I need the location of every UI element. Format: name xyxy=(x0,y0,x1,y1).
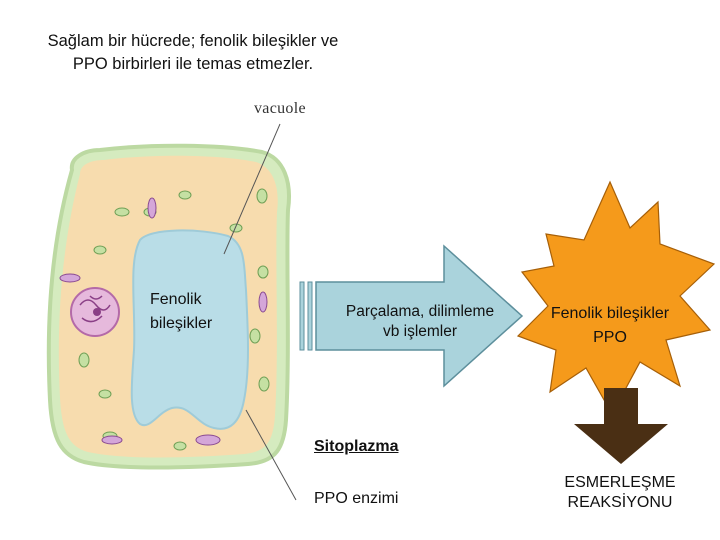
mitochondria xyxy=(59,197,268,446)
starburst-line: Fenolik bileşikler xyxy=(550,305,670,322)
nucleus xyxy=(70,287,120,337)
vacuole-region xyxy=(130,229,249,430)
vacuole-label: vacuole xyxy=(254,100,306,117)
chloroplasts xyxy=(78,188,270,451)
starburst-label: Fenolik bileşikler PPO xyxy=(535,302,685,350)
title-line: Sağlam bir hücrede; fenolik bileşikler v… xyxy=(47,32,339,50)
process-label: Parçalama, dilimleme vb işlemler xyxy=(300,302,540,342)
down-arrow xyxy=(574,388,668,464)
diagram-title: Sağlam bir hücrede; fenolik bileşikler v… xyxy=(0,30,386,76)
phenolics-line: bileşikler xyxy=(150,315,213,332)
vacuole-pointer-line xyxy=(223,123,281,255)
cytoplasm-label: Sitoplazma xyxy=(314,438,399,455)
reaction-starburst xyxy=(516,180,716,416)
process-line: vb işlemler xyxy=(382,323,458,340)
process-line: Parçalama, dilimleme xyxy=(345,303,495,320)
title-line: PPO birbirleri ile temas etmezler. xyxy=(72,55,314,73)
starburst-line: PPO xyxy=(593,329,627,346)
process-arrow xyxy=(299,244,524,388)
ppo-enzyme-label: PPO enzimi xyxy=(314,490,399,507)
browning-line: ESMERLEŞME xyxy=(564,474,676,491)
plant-cell xyxy=(46,143,291,470)
ppo-pointer-line xyxy=(245,409,297,501)
browning-reaction-label: ESMERLEŞME REAKSİYONU xyxy=(540,473,700,513)
browning-line: REAKSİYONU xyxy=(567,494,673,511)
phenolics-line: Fenolik xyxy=(150,291,202,308)
phenolics-label: Fenolik bileşikler xyxy=(150,288,212,336)
